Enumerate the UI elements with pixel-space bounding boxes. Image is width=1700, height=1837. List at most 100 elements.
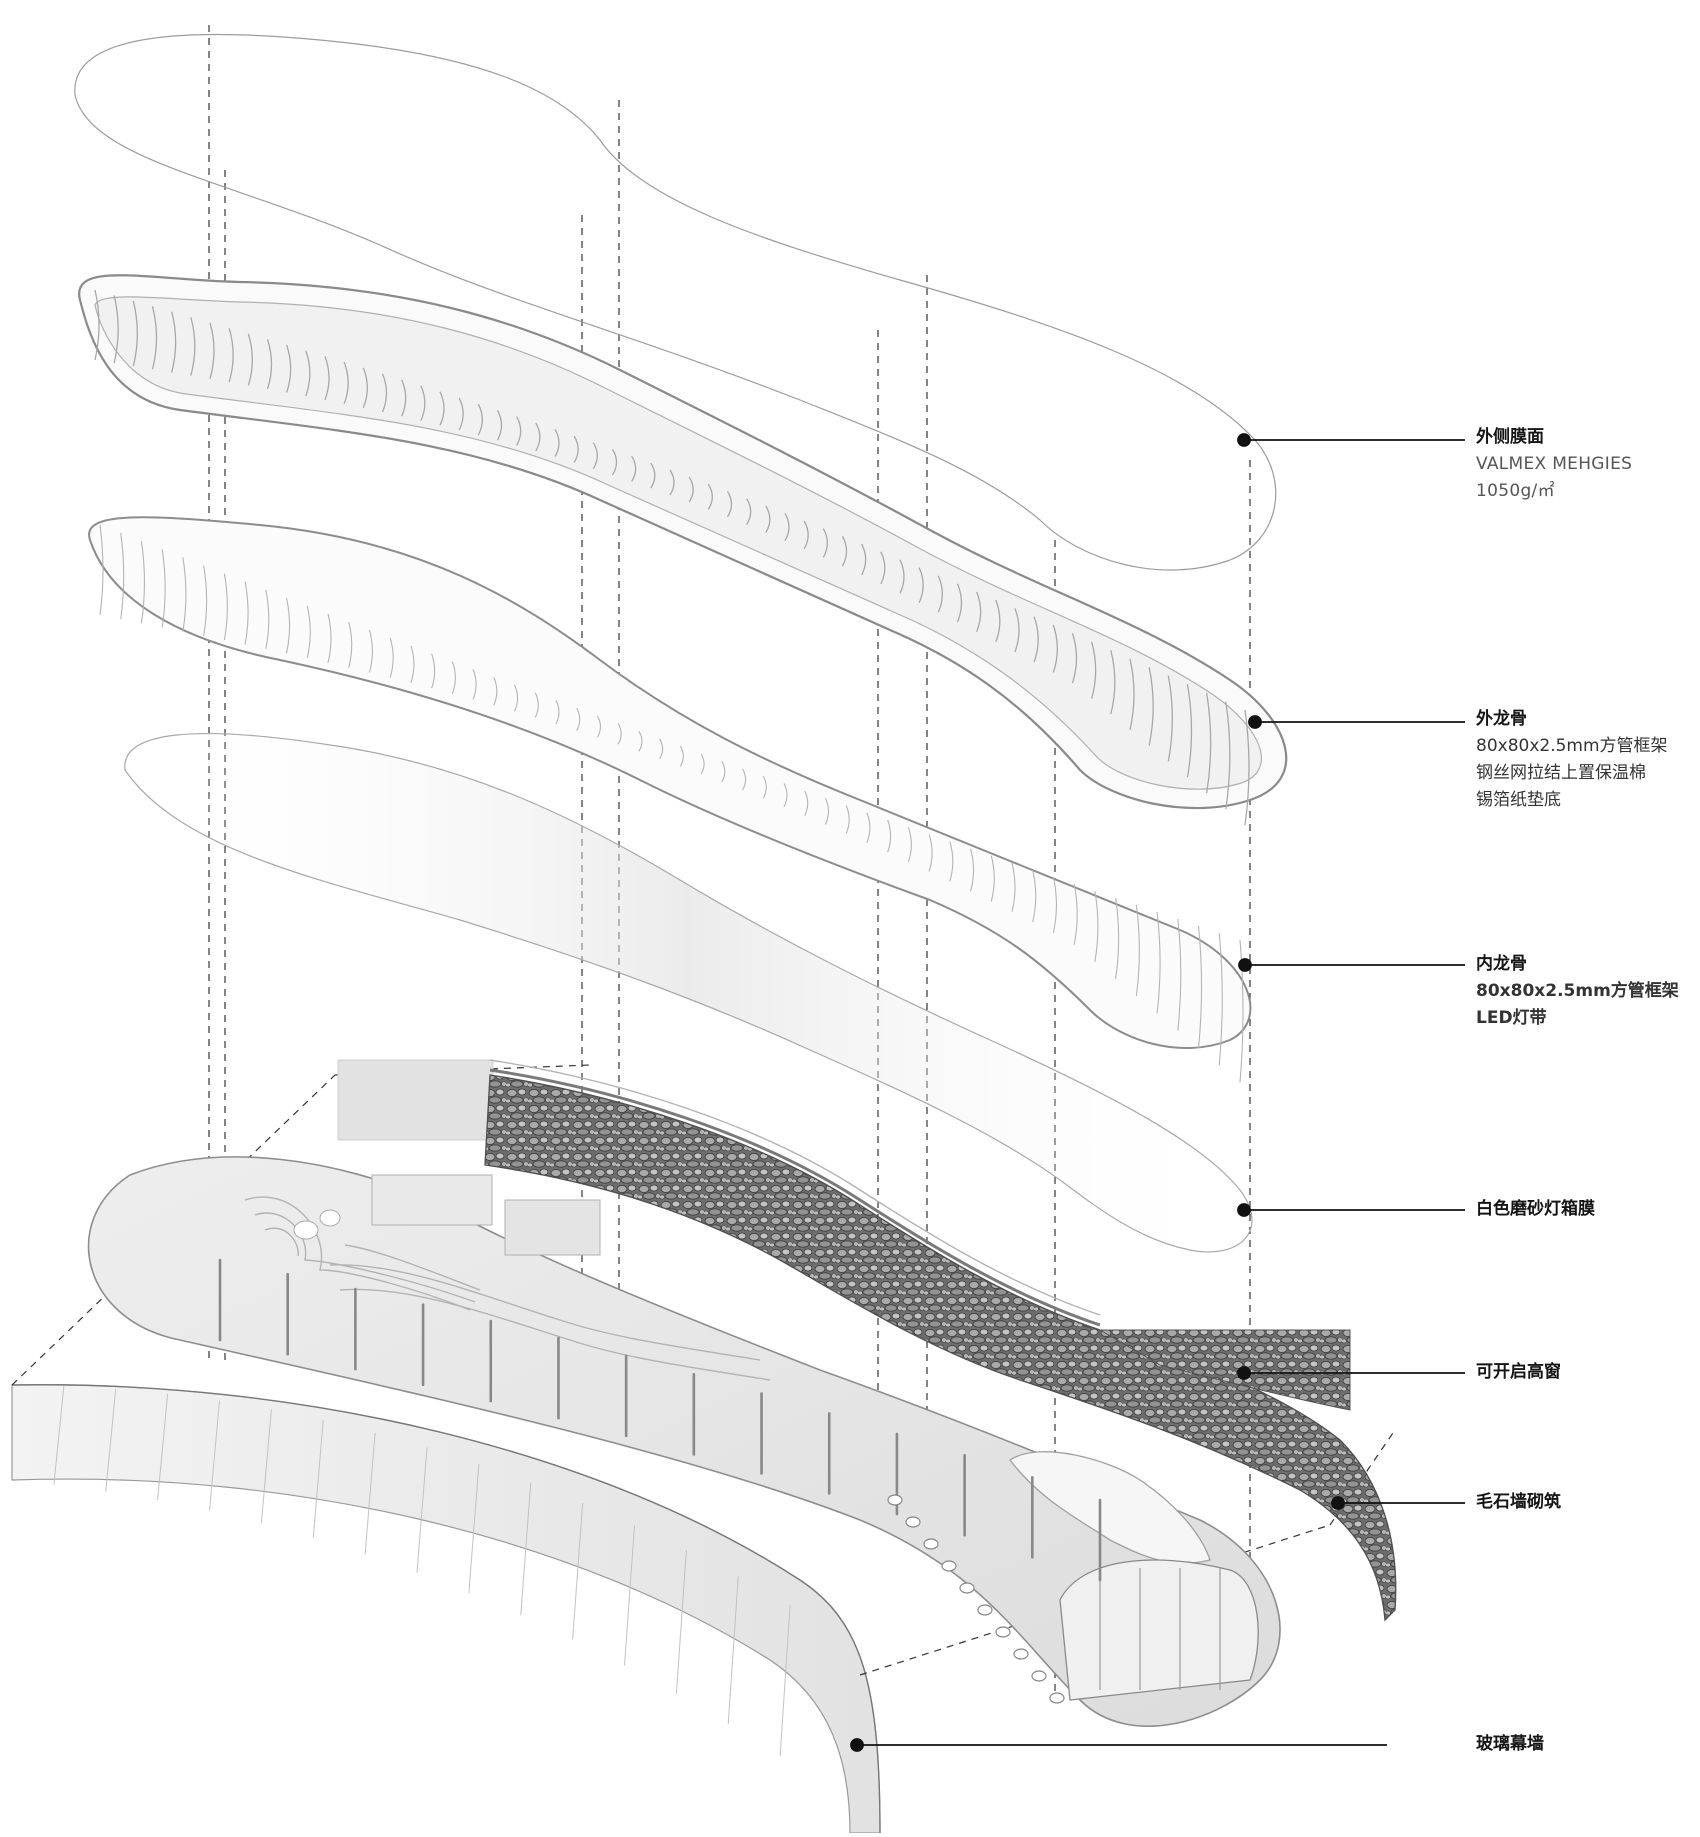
inner-keel-rib <box>1156 912 1161 1014</box>
callout-line: VALMEX MEHGIES <box>1476 454 1633 474</box>
inner-keel-rib <box>140 541 146 624</box>
inner-keel-rib <box>472 669 477 700</box>
inner-keel-rib <box>1239 939 1244 1083</box>
inner-keel-frame <box>88 516 1252 1083</box>
outer-keel-rib <box>707 483 713 510</box>
outer-keel-rib <box>918 567 924 603</box>
outer-keel-rib <box>496 409 503 441</box>
outer-keel-rib <box>1225 701 1231 810</box>
outer-keel-rib <box>554 429 560 458</box>
outer-keel-rib <box>420 385 426 421</box>
inner-keel-rib <box>203 565 208 636</box>
inner-keel-rib <box>265 589 270 649</box>
callout-line: 锡箔纸垫底 <box>1476 790 1561 810</box>
callout-title: 白色磨砂灯箱膜 <box>1476 1199 1595 1219</box>
outer-keel-rib <box>1033 616 1039 663</box>
outer-keel-rib <box>228 328 234 383</box>
outer-keel-rib <box>381 373 388 413</box>
outer-keel-rib <box>132 300 138 367</box>
inner-keel-rib <box>1115 898 1120 979</box>
inner-keel-rib <box>679 745 684 767</box>
callout-outer-membrane: 外侧膜面 VALMEX MEHGIES 1050g/㎡ <box>1476 424 1686 505</box>
outer-keel-rib <box>861 543 867 576</box>
stool <box>887 1494 903 1506</box>
inner-keel-rib <box>244 581 249 645</box>
inner-keel-rib <box>368 629 374 673</box>
curtain-mullion <box>520 1482 532 1616</box>
outer-keel-rib <box>956 583 963 623</box>
inner-keel-rib <box>451 661 456 694</box>
inner-keel-rib <box>286 597 291 654</box>
callout-title: 内龙骨 <box>1476 954 1527 974</box>
outer-keel-rib <box>746 498 752 525</box>
outer-keel-rib <box>1110 650 1116 715</box>
outer-keel-rib <box>1052 624 1058 673</box>
outer-keel-rib <box>94 289 100 361</box>
inner-keel-rib <box>161 549 166 628</box>
outer-keel-rib <box>1071 633 1078 684</box>
inner-keel-rib <box>431 653 436 689</box>
curtain-mullion <box>727 1576 739 1724</box>
inner-keel-rib <box>182 557 187 632</box>
outer-keel-rib <box>151 306 158 370</box>
inner-keel-rib <box>659 738 664 760</box>
stool <box>959 1582 975 1594</box>
inner-keel-rib <box>1052 876 1057 933</box>
ground-floor-plate <box>87 1059 1281 1727</box>
outer-keel-rib <box>516 416 522 446</box>
outer-keel-rib <box>266 339 273 390</box>
outer-keel-frame <box>78 274 1288 826</box>
callout-rubble-wall: 毛石墙砌筑 <box>1476 1489 1686 1516</box>
outer-keel-rib <box>784 513 790 542</box>
inner-keel-rib <box>596 715 602 738</box>
callout-line: 80x80x2.5mm方管框架 <box>1476 736 1668 756</box>
curtain-mullion <box>624 1525 635 1666</box>
outer-keel-rib <box>190 317 196 376</box>
curtain-mullion <box>157 1393 169 1501</box>
inner-keel-rib <box>348 621 353 668</box>
callout-title: 外侧膜面 <box>1476 427 1544 447</box>
inner-keel-rib <box>389 637 394 678</box>
outer-keel-rib <box>1148 667 1154 746</box>
inner-keel-rib <box>555 700 560 725</box>
outer-keel-rib <box>286 344 292 393</box>
inner-keel-rib <box>534 692 539 718</box>
outer-membrane-outline <box>74 33 1277 571</box>
outer-keel-rib <box>401 379 407 417</box>
rubble-stone-wall <box>484 1059 1397 1622</box>
outer-keel-rib <box>343 361 349 405</box>
outer-keel-rib <box>937 575 943 613</box>
inner-keel-rib <box>120 533 125 620</box>
stool <box>1013 1648 1029 1660</box>
callout-glass-curtain-wall: 玻璃幕墙 <box>1476 1731 1686 1758</box>
inner-keel-rib <box>742 768 747 791</box>
outer-keel-rib <box>880 551 886 585</box>
inner-keel-rib <box>410 645 415 684</box>
inner-keel-rib <box>1094 890 1099 962</box>
outer-keel-rib <box>822 528 828 558</box>
outer-keel-rib <box>631 455 637 482</box>
inner-keel-rib <box>907 827 912 862</box>
callout-title: 外龙骨 <box>1476 709 1527 729</box>
stool <box>1031 1670 1047 1682</box>
curtain-mullion <box>105 1388 117 1492</box>
stool <box>977 1604 993 1616</box>
inner-keel-rib <box>493 676 498 706</box>
curtain-mullion <box>572 1503 584 1640</box>
outer-keel-rib <box>650 462 656 489</box>
outer-keel-rib <box>439 391 445 426</box>
inner-keel-rib <box>804 790 809 816</box>
outer-keel-rib <box>113 295 119 364</box>
inner-keel-rib <box>514 684 519 712</box>
inner-keel-rib <box>970 848 975 892</box>
inner-keel-rib <box>824 797 830 825</box>
inner-keel-rib <box>223 573 228 641</box>
inner-keel-rib <box>1011 862 1016 912</box>
inner-keel-rib <box>928 834 933 872</box>
stool <box>995 1626 1011 1638</box>
curtain-mullion <box>675 1550 687 1694</box>
inner-keel-rib <box>1032 869 1037 923</box>
glass-curtain-wall <box>11 1384 881 1834</box>
outer-keel-rib <box>1014 608 1020 653</box>
stool <box>905 1516 921 1528</box>
